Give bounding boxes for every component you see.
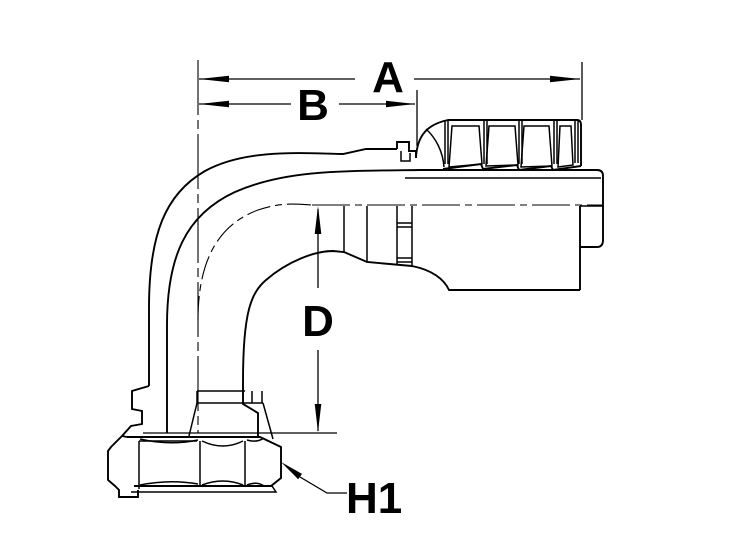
dimension-d-label: D: [302, 297, 334, 346]
outer-bend-curve: [148, 148, 397, 386]
tube-lower-right-edge: [242, 382, 259, 437]
nut-collar-bands: [196, 390, 263, 404]
dimension-a: A: [199, 53, 580, 102]
skirt-left-silhouette: [107, 434, 139, 498]
swivel-nut: [107, 385, 337, 498]
h1-leader-line: [299, 476, 347, 494]
shell-nose-arc: [425, 128, 445, 168]
serration-gap-lines: [444, 121, 579, 164]
nut-flare-left: [188, 402, 198, 437]
spring-guard-segments: [396, 206, 413, 266]
hex-facet-lines: [199, 441, 246, 486]
skive-tab: [396, 141, 417, 158]
dimension-annotations: A B D H1: [199, 53, 583, 523]
arrowhead-up-icon: [314, 206, 322, 234]
arrowhead-right-icon: [550, 75, 580, 83]
shell-dome-outline: [415, 119, 582, 166]
skive-notch: [400, 151, 411, 162]
hex-bottom-edge: [131, 485, 278, 493]
serration-rib: [448, 125, 483, 168]
body-lower-outline: [242, 250, 580, 383]
serration-bottom-line: [442, 162, 582, 172]
arrowhead-left-icon: [199, 75, 229, 83]
arrowhead-left-icon: [199, 100, 229, 108]
hex-nut-outline: [127, 436, 282, 487]
hex-top-chamfer-arcs: [139, 437, 265, 447]
arrowhead-down-icon: [314, 404, 322, 432]
dimension-b: B: [199, 81, 415, 130]
hex-bottom-chamfer-arcs: [139, 480, 265, 487]
dimension-b-label: B: [297, 81, 329, 130]
socket-section-lines: [343, 206, 368, 262]
dimension-a-label: A: [372, 53, 404, 102]
serration-rib: [557, 125, 574, 168]
dimension-h1-label: H1: [346, 474, 402, 523]
dimension-h1: H1: [281, 462, 402, 523]
centerlines: [197, 60, 602, 433]
serration-rib: [485, 125, 519, 167]
elbow-body: [148, 148, 604, 437]
bend-centerline-arc: [197, 203, 313, 321]
inner-bend-curve-and-collar: [166, 169, 604, 433]
serration-rib: [520, 125, 553, 168]
arrowhead-upleft-icon: [281, 462, 302, 480]
skirt-upper-profile: [121, 385, 150, 437]
arrowhead-right-icon: [386, 100, 415, 108]
crimp-shell: [396, 119, 582, 172]
dimension-d: D: [302, 206, 334, 432]
